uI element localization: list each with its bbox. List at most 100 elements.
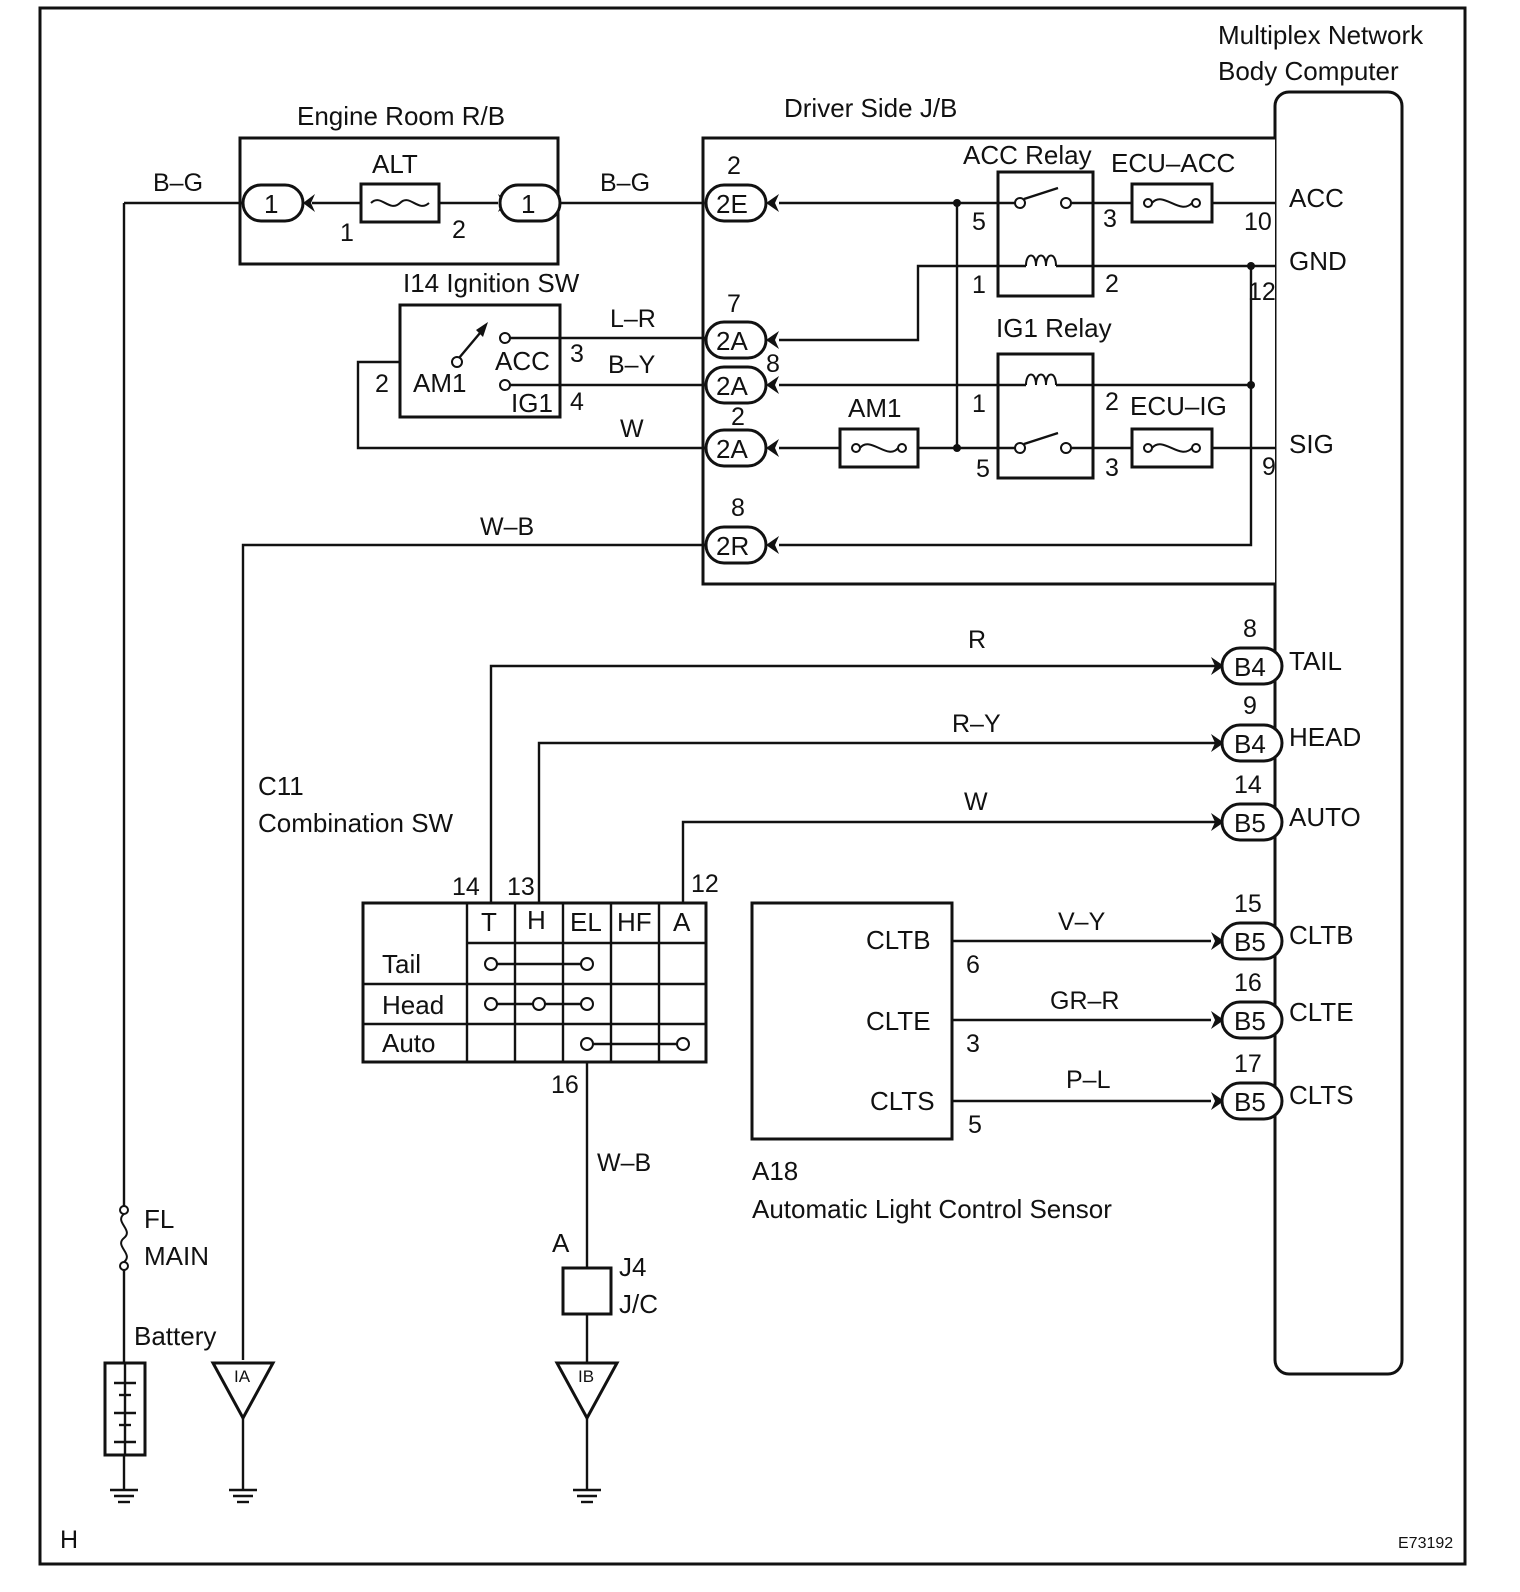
svg-text:W: W <box>964 788 988 816</box>
svg-text:R: R <box>968 626 986 654</box>
svg-text:8: 8 <box>1243 615 1257 643</box>
svg-text:IA: IA <box>234 1367 251 1386</box>
connector-2a-2: 2A 2 <box>704 403 779 468</box>
ignition-pin-acc: ACC <box>495 346 550 376</box>
svg-text:1: 1 <box>264 189 278 219</box>
ecu-ig-fuse-label: ECU–IG <box>1130 391 1227 421</box>
svg-text:B5: B5 <box>1234 1087 1266 1117</box>
svg-text:3: 3 <box>966 1030 980 1058</box>
svg-text:B5: B5 <box>1234 1006 1266 1036</box>
junction-dot <box>1247 262 1255 270</box>
j4-label-line2: J/C <box>619 1289 658 1319</box>
ignition-switch: I14 Ignition SW AM1 ACC IG1 2 3 4 <box>375 268 584 419</box>
svg-text:B4: B4 <box>1234 652 1266 682</box>
svg-text:3: 3 <box>1105 454 1119 482</box>
combo-col-el: EL <box>570 907 602 937</box>
acc-relay: ACC Relay 5 3 1 2 <box>963 140 1119 299</box>
ig1-relay-outline <box>996 352 1095 480</box>
svg-text:9: 9 <box>1262 453 1276 481</box>
alt-fuse-label: ALT <box>372 149 418 179</box>
svg-text:W–B: W–B <box>480 513 534 541</box>
svg-text:GR–R: GR–R <box>1050 987 1119 1015</box>
svg-text:B5: B5 <box>1234 927 1266 957</box>
am1-fuse: AM1 <box>838 393 920 469</box>
ecu-terminal-cltb: CLTB <box>1289 920 1354 950</box>
light-control-sensor-outline <box>750 901 954 1141</box>
connector-b4-tail: B4 8 <box>1211 615 1284 686</box>
wire-ry-head <box>537 741 1224 903</box>
combination-sw-label-line1: C11 <box>258 771 304 801</box>
svg-text:2A: 2A <box>716 434 748 464</box>
svg-text:CLTS: CLTS <box>870 1086 935 1116</box>
svg-text:3: 3 <box>1103 205 1117 233</box>
svg-text:CLTB: CLTB <box>866 925 931 955</box>
ground-ia: IA <box>210 1361 276 1504</box>
battery-label: Battery <box>134 1321 216 1351</box>
light-control-sensor-label-line1: A18 <box>752 1156 798 1186</box>
driver-side-jb-outline <box>701 136 1275 586</box>
connector-b5-cltb: B5 15 <box>1211 890 1284 961</box>
sheet-letter: H <box>60 1526 78 1554</box>
connector-rb-in: 1 <box>241 183 315 223</box>
svg-text:16: 16 <box>1234 969 1262 997</box>
j4-label-line1: J4 <box>619 1252 646 1282</box>
alt-pin-left: 1 <box>340 219 354 247</box>
svg-text:10: 10 <box>1244 208 1272 236</box>
ig1-relay-label: IG1 Relay <box>996 313 1112 343</box>
ecu-terminal-acc: ACC <box>1289 183 1344 213</box>
body-computer-label-line2: Body Computer <box>1218 56 1399 86</box>
ecu-terminal-clts: CLTS <box>1289 1080 1354 1110</box>
ecu-terminal-head: HEAD <box>1289 722 1361 752</box>
fl-main-label-line1: FL <box>144 1204 174 1234</box>
svg-text:2: 2 <box>731 403 745 431</box>
svg-text:W–B: W–B <box>597 1149 651 1177</box>
svg-text:V–Y: V–Y <box>1058 908 1106 936</box>
svg-text:1: 1 <box>521 189 535 219</box>
svg-text:2: 2 <box>727 152 741 180</box>
am1-fuse-label: AM1 <box>848 393 901 423</box>
acc-relay-outline <box>996 170 1095 298</box>
svg-text:2: 2 <box>1105 388 1119 416</box>
driver-side-jb: Driver Side J/B <box>701 93 1275 586</box>
svg-text:W: W <box>620 415 644 443</box>
connector-b5-auto: B5 14 <box>1211 771 1284 842</box>
svg-text:4: 4 <box>570 388 584 416</box>
svg-text:7: 7 <box>727 290 741 318</box>
ig1-relay: IG1 Relay 1 2 5 3 <box>972 313 1119 483</box>
body-computer: Multiplex Network Body Computer ACC GND … <box>1218 20 1424 1376</box>
fl-main-fusible-link: FL MAIN <box>119 1204 209 1271</box>
diagram-frame <box>38 6 1467 1566</box>
svg-text:B4: B4 <box>1234 729 1266 759</box>
svg-text:9: 9 <box>1243 692 1257 720</box>
connector-2a-8: 2A 8 <box>704 350 780 405</box>
svg-text:12: 12 <box>691 870 719 898</box>
svg-text:2A: 2A <box>716 371 748 401</box>
light-control-sensor-label-line2: Automatic Light Control Sensor <box>752 1194 1112 1224</box>
fl-main-label-line2: MAIN <box>144 1241 209 1271</box>
combo-col-h: H <box>527 905 546 935</box>
svg-text:2A: 2A <box>716 326 748 356</box>
combo-col-a: A <box>673 907 691 937</box>
ecu-terminal-tail: TAIL <box>1289 646 1342 676</box>
svg-text:CLTE: CLTE <box>866 1006 931 1036</box>
wire-wb-top <box>241 543 706 1360</box>
combo-row-head: Head <box>382 990 444 1020</box>
combo-col-t: T <box>481 907 497 937</box>
wire-label-bg-right: B–G <box>600 169 650 197</box>
svg-text:5: 5 <box>972 208 986 236</box>
ignition-pin-ig1: IG1 <box>511 388 553 418</box>
svg-text:14: 14 <box>452 873 480 901</box>
svg-text:B5: B5 <box>1234 808 1266 838</box>
connector-2e: 2E 2 <box>704 152 779 223</box>
figure-id: E73192 <box>1398 1535 1453 1552</box>
connector-2a-7: 2A 7 <box>704 290 779 360</box>
svg-text:12: 12 <box>1248 278 1276 306</box>
combo-row-tail: Tail <box>382 949 421 979</box>
battery: Battery <box>103 1321 216 1457</box>
svg-text:5: 5 <box>968 1111 982 1139</box>
driver-side-jb-label: Driver Side J/B <box>784 93 957 123</box>
engine-room-rb-label: Engine Room R/B <box>297 101 505 131</box>
svg-text:IB: IB <box>578 1367 594 1386</box>
ground-icon <box>110 1488 138 1504</box>
